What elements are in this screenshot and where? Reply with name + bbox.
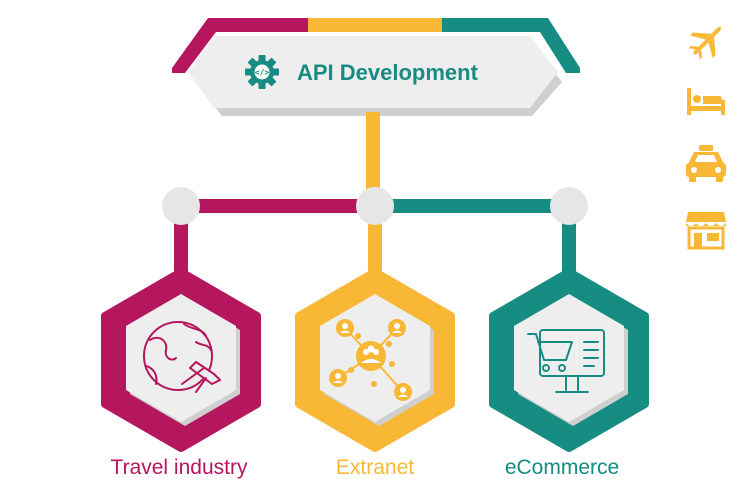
side-icons: [686, 26, 726, 250]
category-label-extranet: Extranet: [336, 456, 414, 479]
globe-airplane-icon: [143, 321, 221, 393]
banner-panel: [188, 36, 558, 108]
gear-code-icon: </>: [245, 55, 279, 89]
storefront-icon: [686, 212, 726, 250]
hex-inner-ecommerce: [514, 294, 624, 422]
category-label-travel: Travel industry: [111, 456, 248, 479]
junction-node-right: [550, 187, 588, 225]
header-banner: </> API Development: [172, 18, 580, 116]
taxi-icon: [686, 145, 726, 182]
svg-text:</>: </>: [255, 68, 270, 77]
connector-right-branch: [375, 199, 570, 213]
category-extranet: Extranet: [295, 268, 455, 479]
junction-node-center: [356, 187, 394, 225]
banner-frame-yellow: [308, 18, 444, 32]
category-travel: Travel industry: [101, 268, 261, 479]
banner-frame-magenta: [172, 18, 310, 73]
connector-trunk: [366, 112, 380, 208]
page-title: API Development: [297, 60, 479, 85]
user-network-icon: [329, 319, 412, 401]
shopping-cart-monitor-icon: [527, 329, 605, 393]
category-label-ecommerce: eCommerce: [505, 456, 619, 479]
category-ecommerce: eCommerce: [489, 268, 649, 479]
connector-left-branch: [180, 199, 376, 213]
bed-icon: [687, 88, 725, 115]
banner-frame-teal: [442, 18, 580, 73]
junction-node-left: [162, 187, 200, 225]
airplane-icon: [688, 26, 722, 60]
hex-inner-travel: [126, 294, 236, 422]
